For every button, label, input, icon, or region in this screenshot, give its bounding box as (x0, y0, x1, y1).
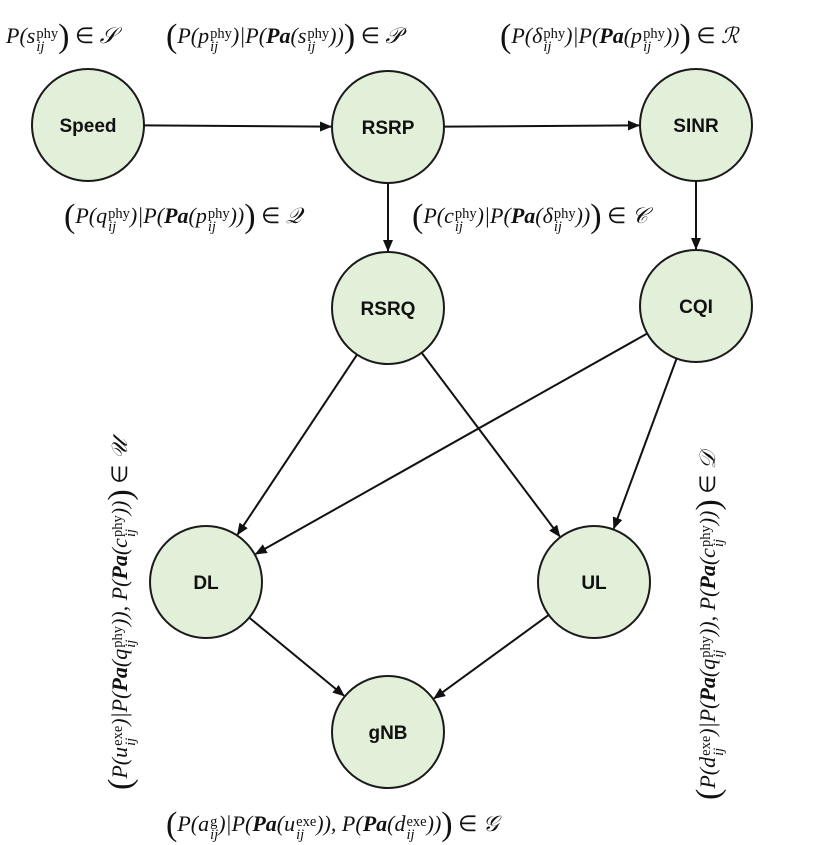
node-dl: DL (149, 525, 263, 639)
node-speed-label: Speed (59, 116, 116, 137)
node-sinr: SINR (639, 68, 753, 182)
node-cqi: CQI (639, 249, 753, 363)
edge-cqi-to-ul (612, 358, 678, 530)
edge-speed-to-rsrp (143, 121, 333, 132)
edge-rsrp-to-sinr (443, 120, 641, 131)
node-dl-circle (149, 525, 263, 639)
edge-rsrq-to-ul (420, 352, 561, 538)
node-dl-label: DL (193, 573, 219, 594)
node-cqi-circle (639, 249, 753, 363)
nodes: Speed RSRP SINR RSRQ CQI DL UL gNB (31, 68, 753, 789)
node-rsrq-label: RSRQ (361, 299, 416, 320)
edge-dl-to-gnb (248, 616, 345, 697)
node-ul-label: UL (581, 573, 607, 594)
node-rsrp-circle (331, 70, 445, 184)
edge-rsrq-to-dl (236, 354, 358, 536)
node-ul-circle (537, 525, 651, 639)
node-gnb: gNB (331, 675, 445, 789)
edge-ul-to-gnb (433, 614, 550, 700)
node-ul: UL (537, 525, 651, 639)
node-rsrp-label: RSRP (362, 118, 415, 139)
edges (143, 120, 701, 700)
node-rsrq: RSRQ (331, 251, 445, 365)
node-cqi-label: CQI (679, 297, 713, 318)
node-gnb-circle (331, 675, 445, 789)
node-rsrp: RSRP (331, 70, 445, 184)
node-sinr-label: SINR (673, 116, 719, 137)
node-speed: Speed (31, 68, 145, 182)
edge-cqi-to-dl (254, 332, 648, 555)
node-rsrq-circle (331, 251, 445, 365)
node-sinr-circle (639, 68, 753, 182)
node-gnb-label: gNB (368, 723, 407, 744)
node-speed-circle (31, 68, 145, 182)
